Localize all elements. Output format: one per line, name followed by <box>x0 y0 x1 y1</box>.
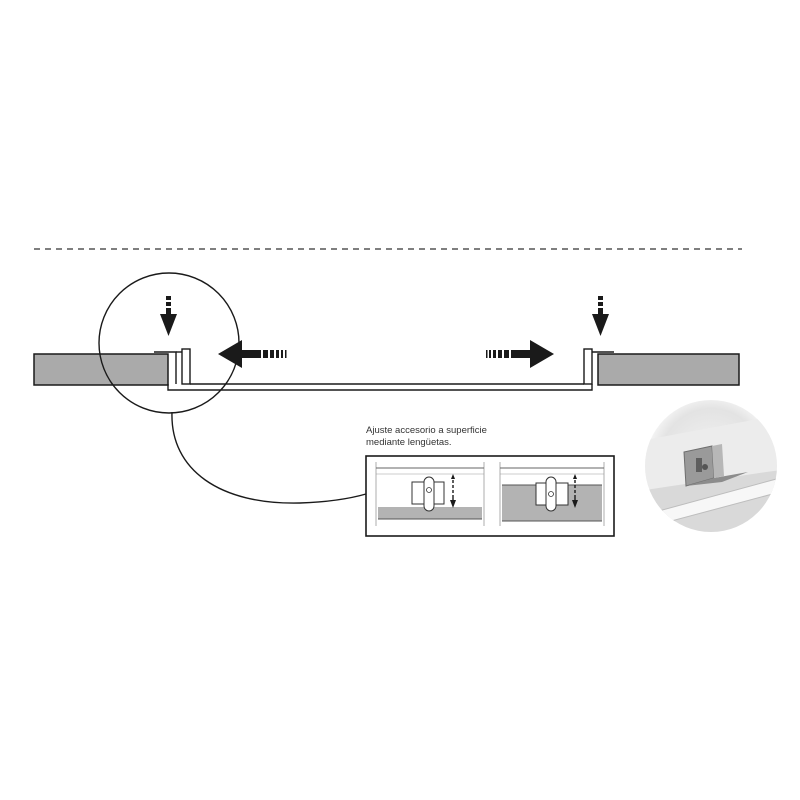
product-photo <box>645 400 777 532</box>
inset-detail-box <box>365 455 615 537</box>
detail-connector-line <box>171 411 367 504</box>
luminaire-profile <box>154 348 614 391</box>
detail-magnifier-circle <box>98 272 240 414</box>
inset-panel-low <box>375 462 485 526</box>
right-arrow-icon <box>486 340 554 368</box>
right-ceiling-panel <box>597 353 740 386</box>
caption-line-1: Ajuste accesorio a superficie <box>366 425 487 436</box>
inset-panel-high <box>499 462 605 526</box>
caption-line-2: mediante lengüetas. <box>366 437 452 448</box>
up-down-arrow-icon <box>450 474 456 508</box>
left-arrow-icon <box>218 340 287 368</box>
down-arrow-icon <box>592 296 609 336</box>
inset-caption: Ajuste accesorio a superficie mediante l… <box>366 425 566 449</box>
up-down-arrow-icon <box>572 474 578 508</box>
down-arrow-icon <box>160 296 177 336</box>
